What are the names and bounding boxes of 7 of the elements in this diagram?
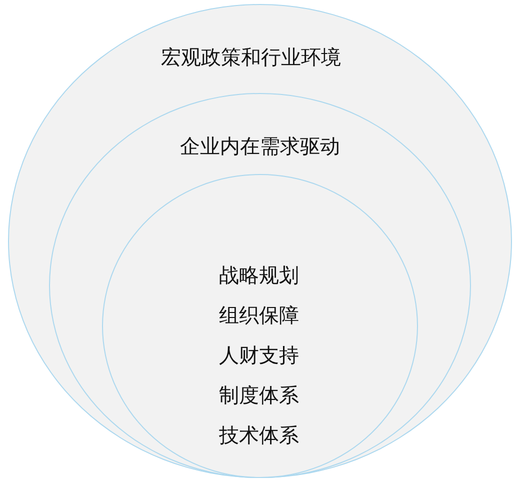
list-item: 战略规划: [219, 263, 299, 287]
list-item: 人财支持: [219, 343, 299, 367]
circle-title: 企业内在需求驱动: [180, 134, 340, 158]
list-item: 组织保障: [219, 303, 299, 327]
circle-title: 宏观政策和行业环境: [161, 45, 341, 69]
list-item: 技术体系: [219, 423, 299, 447]
list-item: 制度体系: [219, 383, 299, 407]
